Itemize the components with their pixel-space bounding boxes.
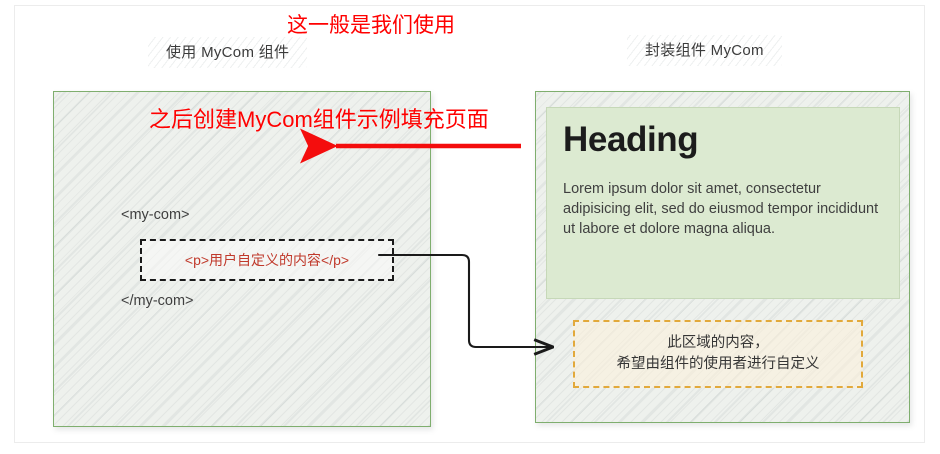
component-panel: Heading Lorem ipsum dolor sit amet, cons… (535, 91, 910, 423)
customizable-area-line-1: 此区域的内容， (667, 334, 769, 351)
annotation-red-middle: 之后创建MyCom组件示例填充页面 (149, 107, 489, 132)
slot-content-box: <p>用户自定义的内容</p> (140, 239, 394, 281)
my-com-open-tag: <my-com> (121, 207, 190, 223)
component-card: Heading Lorem ipsum dolor sit amet, cons… (546, 107, 900, 299)
card-heading: Heading (563, 120, 699, 159)
customizable-area-box: 此区域的内容， 希望由组件的使用者进行自定义 (573, 320, 863, 388)
customizable-area-line-2: 希望由组件的使用者进行自定义 (616, 356, 820, 372)
my-com-close-tag: </my-com> (121, 293, 194, 309)
usage-panel: <my-com> <p>用户自定义的内容</p> </my-com> (53, 91, 431, 427)
card-body-text: Lorem ipsum dolor sit amet, consectetur … (563, 181, 879, 237)
annotation-red-top: 这一般是我们使用 (287, 14, 455, 37)
slot-content-label: <p>用户自定义的内容</p> (184, 252, 350, 268)
column-title-left: 使用 MyCom 组件 (148, 37, 308, 68)
page-frame: 使用 MyCom 组件 封装组件 MyCom <my-com> <p>用户自定义… (14, 5, 925, 443)
column-title-right: 封装组件 MyCom (627, 35, 782, 66)
